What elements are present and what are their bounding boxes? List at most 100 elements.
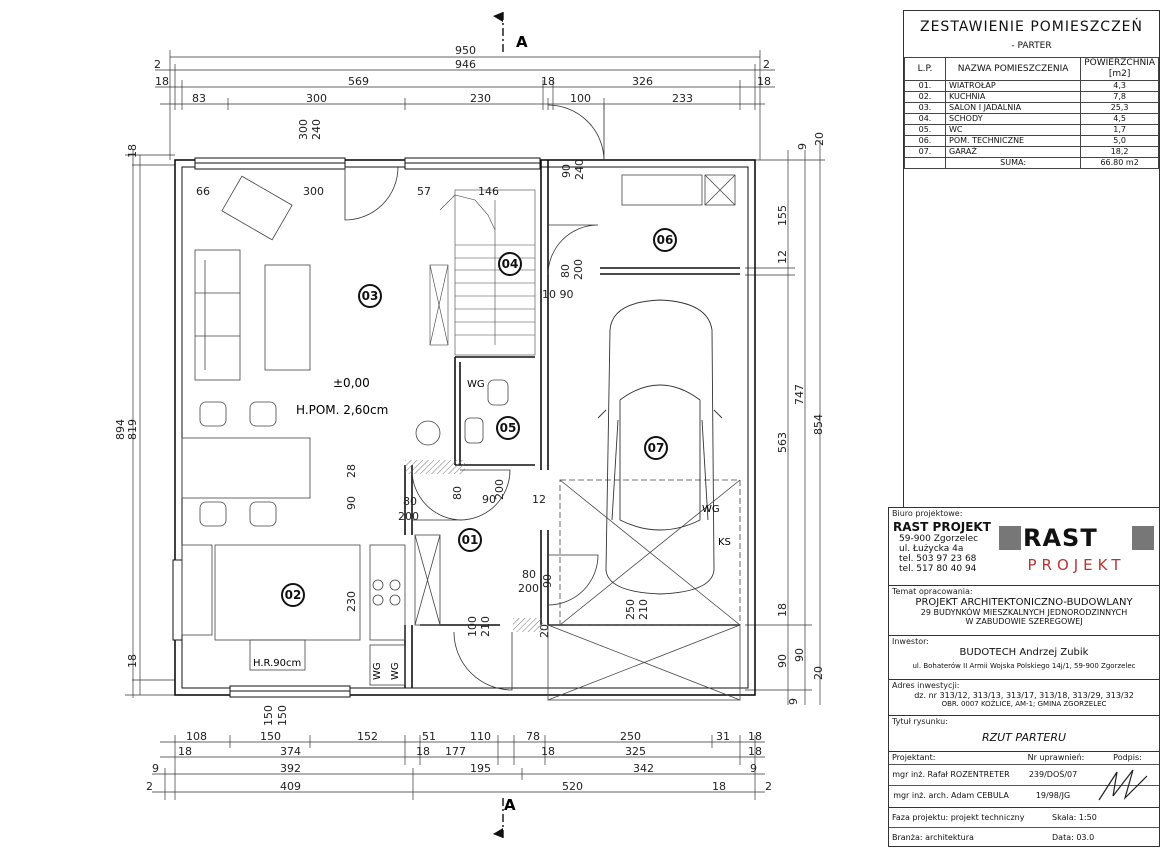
dim-i-80d: 80 <box>522 568 536 581</box>
dim-569: 569 <box>348 75 369 88</box>
dim-233: 233 <box>672 92 693 105</box>
dim-b-150: 150 <box>260 730 281 743</box>
stairs <box>429 189 536 356</box>
header-area: POWIERZCHNIA [m2] <box>1080 57 1159 81</box>
dim-b-78: 78 <box>526 730 540 743</box>
dim-b-9b: 9 <box>750 762 757 775</box>
bottom-dimensions <box>152 735 765 800</box>
topic-line3: W ZABUDOWIE SZEREGOWEJ <box>965 617 1083 626</box>
office-tel2: tel. 517 80 40 94 <box>899 564 977 574</box>
dim-i-12: 12 <box>532 493 546 506</box>
bottom-dim-labels: 108 150 152 51 110 78 250 31 18 18 374 1… <box>146 730 772 793</box>
dim-b-520: 520 <box>562 780 583 793</box>
logo-bottom-text: PROJEKT <box>1027 556 1126 574</box>
schedule-cell-name: KUCHNIA <box>944 91 1082 103</box>
room-05-marker: 05 <box>496 416 520 440</box>
author-license-1: 239/DOŚ/07 <box>1028 770 1078 779</box>
drawing-title: RZUT PARTERU <box>981 731 1067 744</box>
drawing-title-block: Tytuł rysunku: RZUT PARTERU <box>888 715 1160 751</box>
schedule-cell-name: POM. TECHNICZNE <box>944 135 1082 147</box>
dim-r-12: 12 <box>776 250 789 264</box>
office-tel1: tel. 503 97 23 68 <box>899 554 977 564</box>
wg-label-1: WG <box>467 379 485 390</box>
schedule-cell-name: WIATROŁAP <box>944 80 1082 92</box>
dim-i-210: 210 <box>479 616 492 637</box>
logo-top-text: RAST <box>1023 524 1098 552</box>
schedule-subtitle: - PARTER <box>1011 41 1052 51</box>
dim-b-18d: 18 <box>541 745 555 758</box>
dim-18-b: 18 <box>541 75 555 88</box>
section-label-top: A <box>516 33 528 51</box>
garage-door <box>547 479 741 701</box>
dim-i-240: 240 <box>310 119 323 140</box>
room-02-label: 02 <box>285 588 302 602</box>
dim-r-155: 155 <box>776 205 789 226</box>
dim-i-300b: 300 <box>303 185 324 198</box>
schedule-cell-area: 1,7 <box>1080 124 1159 136</box>
dim-18-c: 18 <box>757 75 771 88</box>
topic-line2: 29 BUDYNKÓW MIESZKALNYCH JEDNORODZINNYCH <box>920 608 1128 617</box>
dim-i-90b: 90 <box>345 496 358 510</box>
dim-b-152: 152 <box>357 730 378 743</box>
room-06-marker: 06 <box>653 228 677 252</box>
dim-i-100: 100 <box>466 616 479 637</box>
header-name: NAZWA POMIESZCZENIA <box>944 57 1082 81</box>
schedule-cell-area: 25,3 <box>1080 102 1159 114</box>
top-dim-labels: 950 2 946 2 18 569 18 326 18 83 300 230 … <box>154 44 771 105</box>
room-01-label: 01 <box>462 533 479 547</box>
wg-label-4: WG <box>390 662 401 680</box>
room-06-label: 06 <box>657 233 674 247</box>
sum-value: 66.80 m2 <box>1080 157 1159 169</box>
rast-logo: RAST PROJEKT <box>999 524 1154 580</box>
section-marker-bottom: A <box>493 796 516 838</box>
schedule-cell-name: GARAŻ <box>944 146 1082 158</box>
dim-b-342: 342 <box>633 762 654 775</box>
dim-i-200d: 200 <box>518 582 539 595</box>
doors <box>344 104 605 691</box>
wg-label-2: WG <box>702 504 720 515</box>
dim-r-20b: 20 <box>812 666 825 680</box>
signature-scribble <box>1098 769 1148 801</box>
schedule-cell-lp: 07. <box>904 146 946 158</box>
topic-line1: PROJEKT ARCHITEKTONICZNO-BUDOWLANY <box>915 597 1133 608</box>
room-07-label: 07 <box>648 441 665 455</box>
dim-b-195: 195 <box>470 762 491 775</box>
room-03-label: 03 <box>362 289 379 303</box>
right-dim-labels: 9 20 155 12 747 854 563 18 90 90 20 9 <box>776 132 826 705</box>
author-row: mgr inż. arch. Adam CEBULA 19/98/JG <box>889 786 1159 806</box>
drawing-label: Tytuł rysunku: <box>892 717 948 726</box>
footer-block: Faza projektu: projekt techniczny Skala:… <box>888 807 1160 847</box>
furniture <box>181 174 736 686</box>
dim-b-18a: 18 <box>748 730 762 743</box>
site-block: Adres inwestycji: dz. nr 313/12, 313/13,… <box>888 679 1160 715</box>
dim-b-18c: 18 <box>416 745 430 758</box>
office-block: Biuro projektowe: RAST PROJEKT 59-900 Zg… <box>888 507 1160 585</box>
project-date: Data: 03.0 <box>1052 833 1095 842</box>
dim-i-66: 66 <box>196 185 210 198</box>
dim-b-325: 325 <box>625 745 646 758</box>
car <box>597 299 723 595</box>
topic-label: Temat opracowania: <box>892 587 973 596</box>
site-line1: dz. nr 313/12, 313/13, 313/17, 313/18, 3… <box>914 691 1134 700</box>
dim-b-110: 110 <box>470 730 491 743</box>
topic-block: Temat opracowania: PROJEKT ARCHITEKTONIC… <box>888 585 1160 635</box>
dim-326: 326 <box>632 75 653 88</box>
header-license: Nr uprawnień: <box>1027 753 1085 762</box>
dim-i-57: 57 <box>417 185 431 198</box>
office-addr1: 59-900 Zgorzelec <box>899 534 979 544</box>
dim-300: 300 <box>306 92 327 105</box>
dim-i-80c: 80 <box>451 486 464 500</box>
dim-b-392: 392 <box>280 762 301 775</box>
dim-left-18-top: 18 <box>126 144 139 158</box>
dim-r-563: 563 <box>776 432 789 453</box>
dim-r-90a: 90 <box>776 654 789 668</box>
schedule-header-row: L.P. NAZWA POMIESZCZENIA POWIERZCHNIA [m… <box>904 57 1159 81</box>
dim-i-20: 20 <box>538 624 551 638</box>
dim-r-20: 20 <box>813 132 826 146</box>
wall-hatch <box>405 460 543 632</box>
